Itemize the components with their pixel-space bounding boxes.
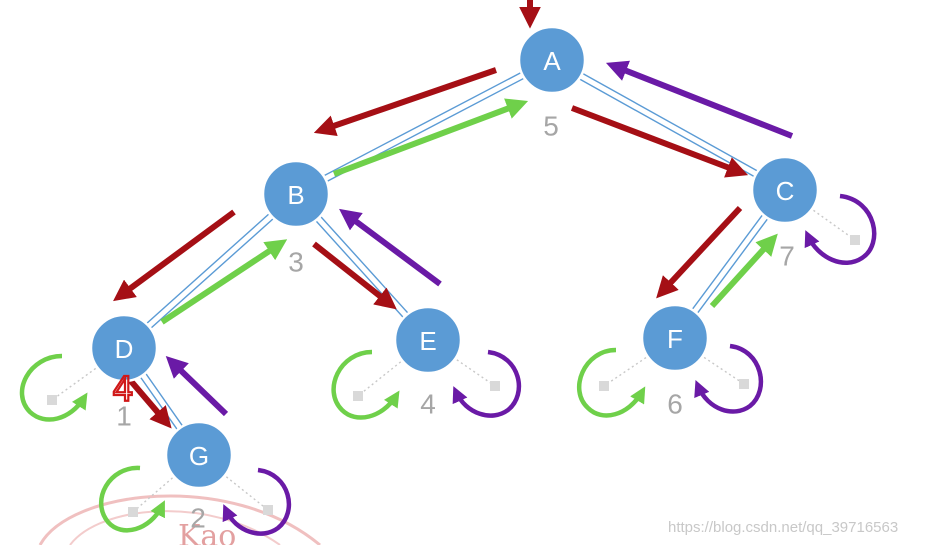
tree-nodes: A B C D E F G [89,25,820,490]
edge-A-B-line-1 [294,56,551,192]
node-label: B [287,180,304,210]
descend-arrow [656,205,743,299]
node-circle [89,313,159,383]
node-g: G [164,420,234,490]
return-right-loop-arrow [222,467,292,536]
node-circle [517,25,587,95]
descend-arrow [570,105,749,178]
inorder-number-d: 1 [116,401,132,432]
inorder-number-f: 6 [667,389,683,420]
descend-arrow [113,209,236,302]
inorder-numbers: 5 3 7 1 4 6 2 [116,111,795,534]
descend-arrow [127,378,172,429]
null-marker [490,381,500,391]
node-label: A [543,46,561,76]
stamp-text: Kao [178,519,236,545]
node-f: F [640,303,710,373]
null-link-line [603,337,676,387]
null-marker [353,391,363,401]
stamp-ring-inner [69,510,281,545]
node-label: D [115,334,134,364]
edge-A-B-line-2 [297,62,554,198]
stamp: Kao [38,494,321,545]
return-left-loop-arrow [331,349,400,420]
null-link-line [784,189,856,241]
null-link-line [427,339,496,387]
handwritten-mark: 4 [112,370,134,410]
inorder-number-e: 4 [420,389,436,420]
traversal-arrows [19,0,877,536]
null-marker [599,381,609,391]
return-left-loop-arrow [19,353,88,422]
null-marker [128,507,138,517]
null-marker [47,395,57,405]
inorder-number-b: 3 [288,247,304,278]
return-right-loop-arrow [804,193,877,265]
return-left-arrow [332,98,529,177]
null-marker [263,505,273,515]
node-b: B [261,159,331,229]
null-marker [739,379,749,389]
return-right-arrow [605,60,794,139]
node-e: E [393,305,463,375]
node-label: E [419,326,436,356]
return-right-arrow [165,356,229,417]
node-d: D [89,313,159,383]
descend-arrow [312,241,397,310]
node-c: C [750,155,820,225]
inorder-number-c: 7 [779,241,795,272]
inorder-number-g: 2 [190,503,206,534]
descend-arrow [313,67,497,136]
node-circle [261,159,331,229]
return-right-arrow [339,208,442,287]
return-left-loop-arrow [577,347,646,418]
return-left-arrow [160,239,288,325]
return-left-arrow [709,233,778,309]
node-label: C [776,176,795,206]
null-link-line [674,337,745,385]
return-right-loop-arrow [452,349,522,418]
node-circle [393,305,463,375]
watermark: https://blog.csdn.net/qq_39716563 [668,519,898,536]
return-left-loop-arrow [99,465,165,533]
null-links [47,189,860,517]
edge-B-D-line-1 [121,191,295,347]
node-a: A [517,25,587,95]
node-label: F [667,324,683,354]
node-circle [164,420,234,490]
null-marker [850,235,860,245]
node-label: G [189,441,209,471]
stamp-ring [38,494,321,545]
edge-B-D-line-2 [125,195,299,351]
node-circle [640,303,710,373]
edge-A-C-line-1 [550,62,784,194]
return-right-loop-arrow [694,343,764,414]
node-circle [750,155,820,225]
inorder-number-a: 5 [543,111,559,142]
tree-edges [120,56,789,458]
